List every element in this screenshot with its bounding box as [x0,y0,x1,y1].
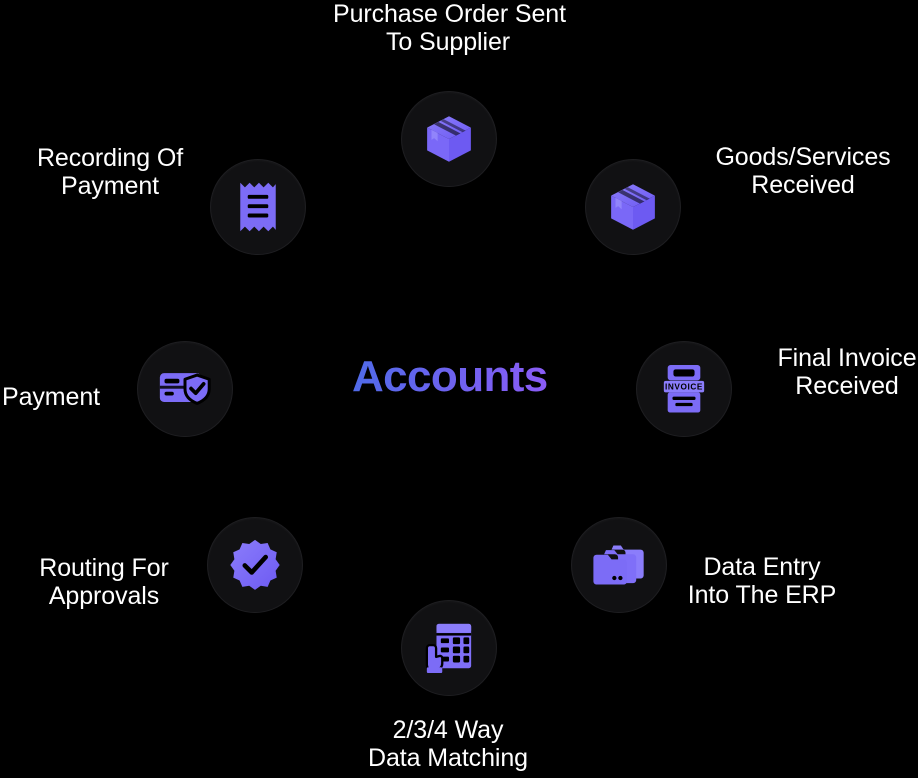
node-icon-goods-services-received[interactable] [585,159,681,255]
node-label-payment: Payment [2,383,100,411]
calculator-hand-icon [423,621,475,675]
node-label-data-matching: 2/3/4 Way Data Matching [368,716,528,772]
node-label-final-invoice-received: Final Invoice Received [777,344,917,400]
node-label-routing-for-approvals: Routing For Approvals [39,554,169,610]
center-title-accounts: Accounts [352,352,548,401]
node-icon-data-matching[interactable] [401,600,497,696]
node-icon-routing-for-approvals[interactable] [207,517,303,613]
package-box-icon [421,111,477,167]
node-icon-final-invoice-received[interactable]: INVOICE [636,341,732,437]
node-label-recording-of-payment: Recording Of Payment [36,144,184,200]
node-icon-data-entry-into-erp[interactable] [571,517,667,613]
package-box-icon [605,179,661,235]
node-icon-recording-of-payment[interactable] [210,159,306,255]
receipt-icon [235,179,281,235]
card-shield-check-icon [158,366,212,412]
node-icon-purchase-order-sent[interactable] [401,91,497,187]
node-label-goods-services-received: Goods/Services Received [715,143,891,199]
svg-text:INVOICE: INVOICE [665,383,703,392]
node-label-data-entry-into-erp: Data Entry Into The ERP [687,553,837,609]
node-label-purchase-order-sent: Purchase Order Sent To Supplier [333,0,566,56]
folders-stack-icon [592,541,646,589]
node-icon-payment[interactable] [137,341,233,437]
verified-badge-check-icon [229,539,281,591]
invoice-printer-icon: INVOICE [660,363,708,415]
